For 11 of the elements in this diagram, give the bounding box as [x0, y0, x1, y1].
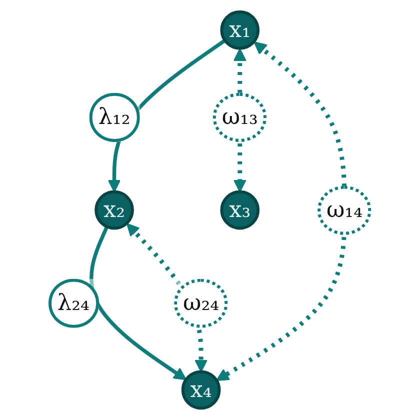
- edge-label: λ₁₂: [98, 103, 130, 130]
- edge-label: ω₁₄: [326, 196, 363, 224]
- edge-label: ω₂₄: [183, 289, 220, 316]
- node-circle: x₁: [220, 10, 260, 50]
- node-circle: x₂: [94, 190, 134, 230]
- node-circle: x₃: [220, 190, 260, 230]
- arrow: [90, 226, 187, 380]
- node-circle: x₄: [181, 370, 221, 410]
- arrow: [216, 42, 347, 382]
- edge-label: ω₁₃: [222, 103, 258, 130]
- edge-label: λ₂₄: [57, 289, 90, 316]
